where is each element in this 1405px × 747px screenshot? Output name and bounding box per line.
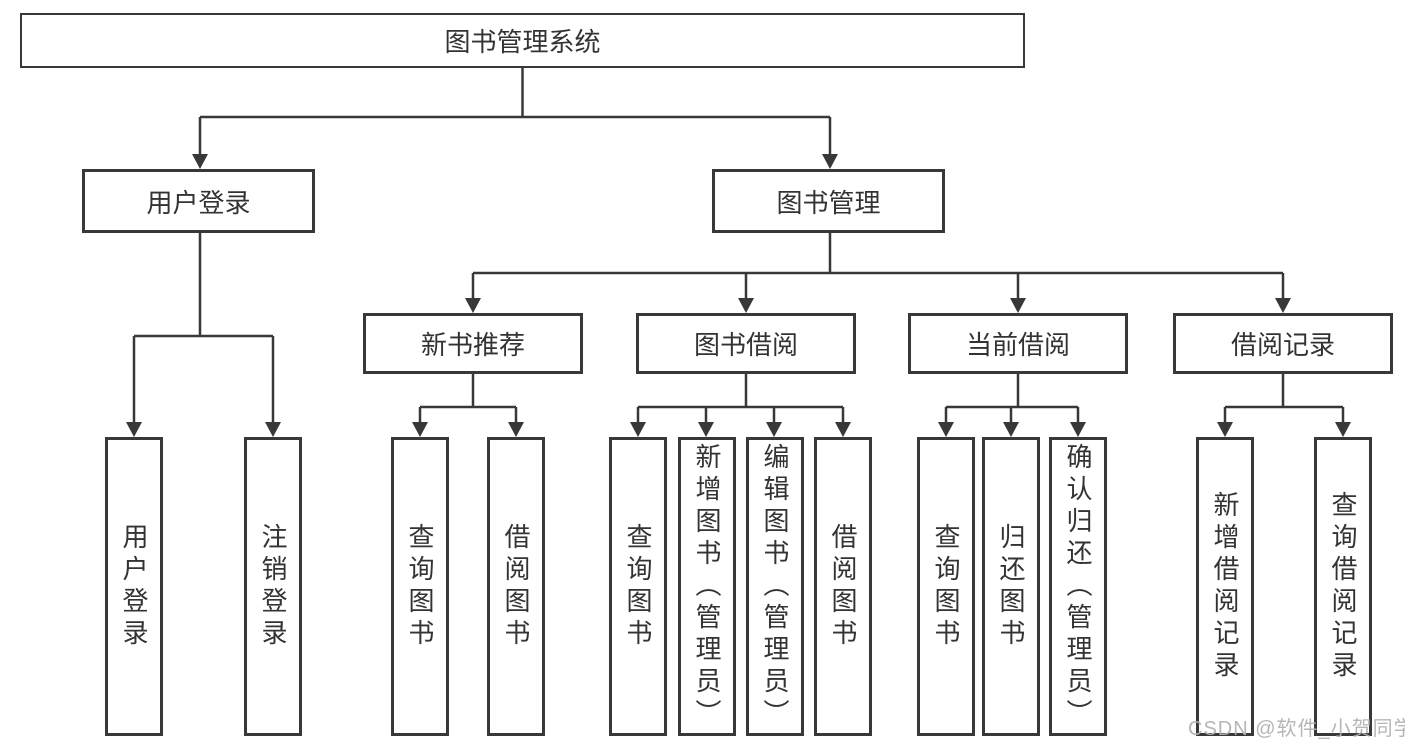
leaf-current-query-book: 查询图书	[917, 437, 975, 736]
node-book-borrow: 图书借阅	[636, 313, 856, 374]
leaf-current-query-book-label: 查询图书	[931, 522, 961, 651]
leaf-query-borrow-record-label: 查询借阅记录	[1328, 490, 1358, 683]
node-borrow-record-label: 借阅记录	[1230, 330, 1335, 360]
node-library-system: 图书管理系统	[20, 13, 1025, 68]
leaf-logout: 注销登录	[244, 437, 302, 736]
leaf-add-book-admin-label: 新增图书（管理员）	[692, 442, 722, 731]
node-user-login-label: 用户登录	[146, 187, 251, 218]
leaf-confirm-return-admin-label: 确认归还（管理员）	[1063, 442, 1093, 731]
node-new-book-recommend: 新书推荐	[363, 313, 583, 374]
node-book-management-label: 图书管理	[776, 187, 881, 218]
node-book-borrow-label: 图书借阅	[693, 330, 798, 360]
leaf-borrow-book-label: 借阅图书	[828, 522, 858, 651]
leaf-user-login: 用户登录	[105, 437, 163, 736]
node-user-login: 用户登录	[82, 169, 315, 233]
node-book-management: 图书管理	[712, 169, 945, 233]
leaf-borrow-query-book-label: 查询图书	[623, 522, 653, 651]
leaf-edit-book-admin-label: 编辑图书（管理员）	[760, 442, 790, 731]
node-current-borrow-label: 当前借阅	[965, 330, 1070, 360]
csdn-watermark: CSDN @软件_小贺同学	[1188, 718, 1405, 740]
leaf-return-book-label: 归还图书	[996, 522, 1026, 651]
leaf-recommend-borrow-book: 借阅图书	[487, 437, 545, 736]
node-new-book-recommend-label: 新书推荐	[420, 330, 525, 360]
leaf-recommend-query-book-label: 查询图书	[405, 522, 435, 651]
connector-strokes	[132, 68, 1345, 424]
leaf-return-book: 归还图书	[982, 437, 1040, 736]
arrowheads	[126, 154, 1351, 437]
leaf-confirm-return-admin: 确认归还（管理员）	[1049, 437, 1107, 736]
leaf-edit-book-admin: 编辑图书（管理员）	[746, 437, 804, 736]
leaf-add-borrow-record: 新增借阅记录	[1196, 437, 1254, 736]
leaf-add-borrow-record-label: 新增借阅记录	[1210, 490, 1240, 683]
node-library-system-label: 图书管理系统	[444, 27, 601, 57]
leaf-user-login-label: 用户登录	[119, 522, 149, 651]
leaf-recommend-borrow-book-label: 借阅图书	[501, 522, 531, 651]
node-current-borrow: 当前借阅	[908, 313, 1128, 374]
leaf-recommend-query-book: 查询图书	[391, 437, 449, 736]
leaf-add-book-admin: 新增图书（管理员）	[678, 437, 736, 736]
leaf-borrow-query-book: 查询图书	[609, 437, 667, 736]
leaf-query-borrow-record: 查询借阅记录	[1314, 437, 1372, 736]
leaf-logout-label: 注销登录	[258, 522, 288, 651]
node-borrow-record: 借阅记录	[1173, 313, 1393, 374]
leaf-borrow-book: 借阅图书	[814, 437, 872, 736]
